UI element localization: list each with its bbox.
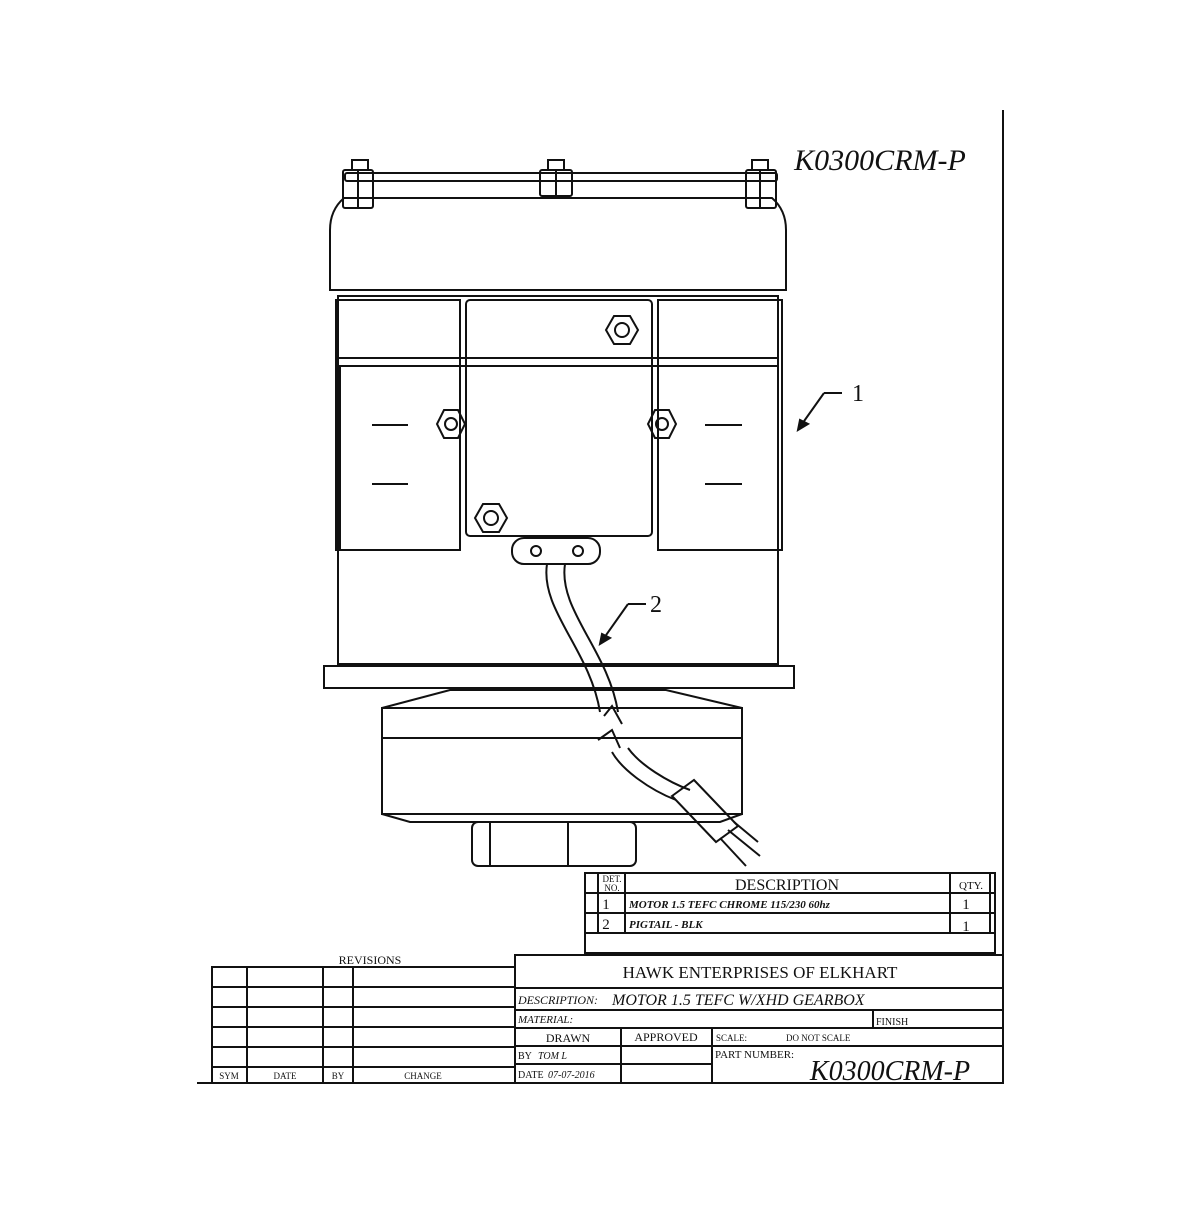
- bom-row-2-det: 2: [602, 917, 610, 933]
- approved-label: APPROVED: [634, 1030, 698, 1044]
- callout-2: 2: [598, 592, 662, 647]
- junction-box: [465, 299, 653, 537]
- pigtail-cord: [545, 563, 761, 867]
- description-value: MOTOR 1.5 TEFC W/XHD GEARBOX: [611, 992, 866, 1009]
- top-bolts: [342, 159, 777, 209]
- callout-1-label: 1: [852, 381, 864, 407]
- revisions-col-sym: SYM: [219, 1071, 239, 1081]
- revisions-table: [211, 966, 516, 1084]
- part-number-value: K0300CRM-P: [809, 1056, 970, 1087]
- mounting-bar: [344, 172, 778, 182]
- date-value: 07-07-2016: [548, 1070, 595, 1081]
- callout-1: 1: [796, 381, 864, 433]
- revisions-col-change: CHANGE: [404, 1071, 442, 1081]
- bom-table: [584, 872, 996, 954]
- company-name: HAWK ENTERPRISES OF ELKHART: [623, 963, 898, 982]
- fan-cover: [329, 197, 787, 291]
- description-label: DESCRIPTION:: [517, 993, 598, 1007]
- motor-body: [323, 159, 795, 689]
- motor-flange: [323, 665, 795, 689]
- bom-header-det-line1: DET.: [602, 874, 621, 884]
- title-block: [514, 954, 1004, 1084]
- bom-row-1-det: 1: [602, 897, 610, 913]
- bom-row-1-qty: 1: [962, 897, 970, 913]
- scale-label: SCALE:: [716, 1033, 747, 1043]
- junction-box-bolts: [435, 315, 678, 533]
- part-number-label: PART NUMBER:: [715, 1049, 794, 1061]
- finish-label: FINISH: [876, 1017, 908, 1028]
- motor-housing: [337, 295, 779, 665]
- plug-icon: [670, 778, 761, 867]
- gearbox: [381, 689, 743, 867]
- revisions-col-by: BY: [332, 1071, 345, 1081]
- bom-row-2-description: PIGTAIL - BLK: [629, 919, 703, 931]
- bom-row-1-description: MOTOR 1.5 TEFC CHROME 115/230 60hz: [628, 899, 831, 911]
- bom-header-qty: QTY.: [959, 880, 983, 892]
- sheet-border: [197, 110, 1004, 1084]
- bom-row-2-qty: 1: [962, 919, 970, 935]
- callout-2-label: 2: [650, 592, 662, 618]
- cord-clamp: [511, 537, 601, 565]
- drawn-label: DRAWN: [546, 1031, 591, 1045]
- bom-header-det-line2: NO.: [604, 883, 619, 893]
- by-label: BY: [518, 1051, 532, 1062]
- date-label: DATE: [518, 1070, 544, 1081]
- revisions-title: REVISIONS: [339, 953, 402, 967]
- scale-value: DO NOT SCALE: [786, 1033, 851, 1043]
- bom-header-description: DESCRIPTION: [735, 877, 839, 894]
- gearbox-output: [471, 821, 637, 867]
- drawing-number-top: K0300CRM-P: [793, 144, 966, 177]
- by-value: TOM L: [538, 1051, 567, 1062]
- revisions-col-date: DATE: [274, 1071, 297, 1081]
- material-label: MATERIAL:: [517, 1014, 573, 1026]
